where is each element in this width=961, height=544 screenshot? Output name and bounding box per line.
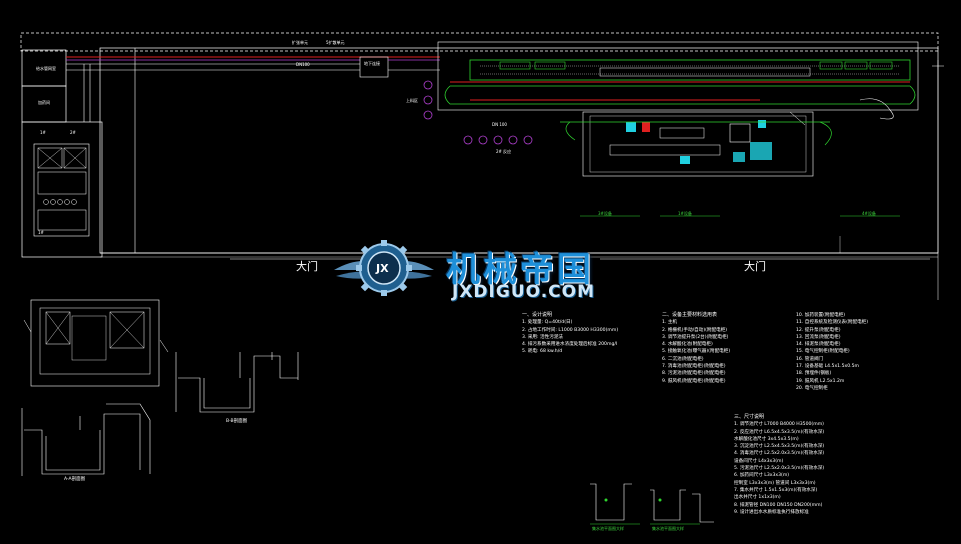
- bottom-green-label-2: 1#设备: [678, 211, 692, 216]
- section-a-caption: A-A剖面图: [64, 477, 86, 482]
- detail-caption-2: 集水池平面图大样: [652, 526, 684, 531]
- device-label-1: DN 100: [492, 122, 507, 127]
- notes-design-title: 一、设计说明: [522, 312, 553, 318]
- notes-equipment-item: 9. 鼓风机(附配电柜)(附配电柜): [662, 378, 726, 384]
- notes-dimensions-item: 3. 沉淀池尺寸 L2.5x4.5x3.5(m)(有效水深): [734, 444, 825, 450]
- left-tank-outline: [33, 143, 90, 237]
- bottom-green-label-3: 4#设备: [862, 211, 876, 216]
- notes-equipment-item: 15. 电气控制柜(附配电柜): [796, 349, 850, 355]
- notes-equipment-item: 3. 调节池提升泵(2台)(附配电柜): [662, 334, 729, 340]
- notes-equipment-item: 5. 接触氧化池(曝气器)(附配电柜): [662, 349, 731, 355]
- left-room-label-1: 给水管网室: [36, 66, 56, 71]
- notes-dimensions-item: 9. 设计进出水水质标准执行排放标准: [734, 509, 809, 515]
- top-label-4: 地下连接: [364, 61, 380, 66]
- notes-equipment-item: 16. 管道阀门: [796, 356, 824, 362]
- notes-dimensions-item: 控制室 L3x3x3(m) 管道间 L3x3x3(m): [734, 480, 816, 486]
- gate-label-right: 大门: [744, 260, 766, 273]
- notes-dimensions-item: 4. 消毒池尺寸 L2.5x2.0x3.5(m)(有效水深): [734, 451, 825, 457]
- left-room-label-2: 加药间: [38, 100, 50, 105]
- left-main-building: [21, 121, 103, 258]
- notes-equipment-item: 6. 二沉池(附配电柜): [662, 356, 704, 362]
- process-tank-row: [469, 59, 911, 81]
- notes-dimensions-item: 5. 污泥池尺寸 L2.5x2.0x3.5(m)(有效水深): [734, 466, 825, 472]
- notes-equipment-item: 12. 提升泵(附配电柜): [796, 327, 841, 333]
- notes-dimensions-item: 1. 调节池尺寸 L7000 B4000 H3500(mm): [734, 422, 824, 428]
- small-plan: [30, 299, 160, 387]
- notes-equipment-cont: 10. 加药装置(附配电柜) 11. 自控系统及检测仪表(附配电柜) 12. 提…: [796, 312, 868, 392]
- top-dashed-band: [20, 32, 939, 52]
- notes-equipment-item: 18. 预埋件(钢板): [796, 371, 832, 377]
- detail-caption-1: 集水池平面图大样: [592, 526, 624, 531]
- notes-equipment-item: 17. 设备基础 L4.5x1.5x0.5m: [796, 364, 859, 370]
- notes-dimensions-item: 8. 排泥管径 DN100 DN150 DN200(mm): [734, 502, 823, 508]
- process-area-outline: [437, 41, 919, 111]
- notes-equipment-item: 2. 格栅机(手动/自动)(附配电柜): [662, 327, 728, 333]
- notes-equipment-item: 4. 水解酸化池(附配电柜): [662, 342, 713, 348]
- bottom-green-label-1: 3#设备: [598, 211, 612, 216]
- section-b-b: [175, 352, 299, 413]
- top-label-1: 扩张单元: [292, 40, 308, 45]
- notes-dimensions-item: 出水井尺寸 1x1x3(m): [734, 495, 781, 501]
- floor-label-1: 1#: [40, 130, 46, 135]
- notes-dimensions-item: 设备间尺寸 L4x3x3(m): [734, 458, 784, 464]
- notes-equipment-item: 13. 回流泵(附配电柜): [796, 334, 841, 340]
- notes-equipment-item: 11. 自控系统及检测仪表(附配电柜): [796, 320, 869, 326]
- notes-equipment-item: 20. 电气控制柜: [796, 385, 828, 391]
- notes-equipment-item: 19. 鼓风机 L2.5x1.2m: [796, 378, 845, 384]
- notes-equipment-item: 14. 排泥泵(附配电柜): [796, 342, 841, 348]
- top-label-2: 5扩散单元: [326, 40, 345, 45]
- notes-design: 一、设计说明 1. 处理量: Q=40t/d(日) 2. 占地工作时间: L10…: [522, 312, 618, 356]
- legend-left-label: 上料区: [406, 98, 418, 103]
- notes-design-item: 1. 处理量: Q=40t/d(日): [522, 320, 573, 326]
- site-boundary: [99, 47, 939, 254]
- notes-design-item: 5. 耗电: 68 kw.h/d: [522, 349, 563, 355]
- section-b-caption: B-B剖面图: [226, 419, 248, 424]
- notes-dimensions-title: 三、尺寸说明: [734, 414, 765, 420]
- top-label-3: DN100: [296, 62, 310, 67]
- watermark-title-en: JXDIGUO.COM: [452, 282, 596, 302]
- notes-dimensions-item: 2. 反应池尺寸 L6.5x4.5x3.5(m)(有效水深): [734, 429, 825, 435]
- notes-equipment-item: 10. 加药装置(附配电柜): [796, 313, 846, 318]
- notes-design-item: 3. 采用: 活性污泥法: [522, 334, 564, 340]
- section-a-a: [21, 403, 151, 476]
- watermark-title-cn: 机械帝国: [446, 250, 594, 290]
- notes-equipment-item: 8. 污泥池(附配电柜)(附配电柜): [662, 371, 726, 377]
- floor-label-2: 2#: [70, 130, 76, 135]
- watermark-badge: JX: [376, 262, 389, 275]
- notes-design-item: 2. 占地工作时间: L1000 B3000 H3300(mm): [522, 327, 619, 333]
- notes-equipment: 二、设备主要材料选用表 1. 主机 2. 格栅机(手动/自动)(附配电柜) 3.…: [662, 312, 730, 385]
- notes-dimensions-item: 水解酸化池尺寸 3x4.5x3.5(m): [734, 436, 799, 442]
- notes-design-item: 4. 排污系数采用进水浓度处理后标准 200mg/l: [522, 342, 618, 348]
- device-label-2: 2# 反应: [496, 149, 512, 154]
- watermark-gear-icon: [334, 240, 434, 296]
- notes-dimensions-item: 7. 集水井尺寸 1.5x1.5x3(m)(有效水深): [734, 487, 818, 493]
- notes-equipment-item: 1. 主机: [662, 320, 678, 326]
- notes-equipment-title: 二、设备主要材料选用表: [662, 312, 718, 318]
- notes-dimensions: 三、尺寸说明 1. 调节池尺寸 L7000 B4000 H3500(mm) 2.…: [734, 414, 824, 516]
- notes-equipment-item: 7. 消毒池(附配电柜)(附配电柜): [662, 364, 726, 370]
- equipment-room: [582, 111, 814, 177]
- notes-dimensions-item: 6. 加药间尺寸 L3x3x3(m): [734, 473, 790, 479]
- floor-label-3: 1#: [38, 230, 44, 235]
- gate-label-left: 大门: [296, 260, 318, 273]
